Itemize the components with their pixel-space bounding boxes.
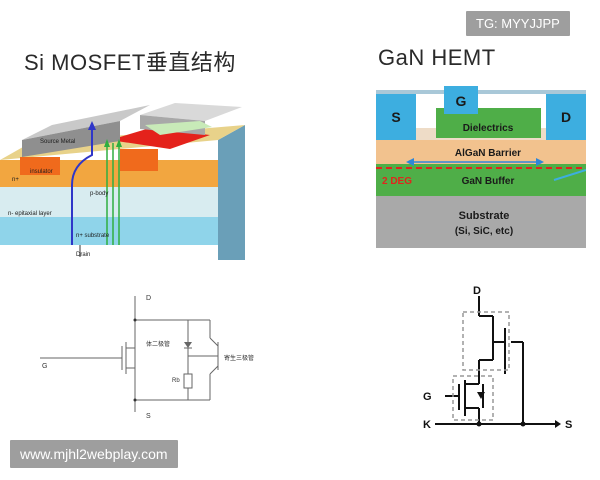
mosfet-3d-structure: Source Metal insulator n+ p-body n- epit… xyxy=(0,103,245,260)
substrate-layer xyxy=(0,217,218,245)
source-contact xyxy=(376,94,416,140)
parasitic-bjt-label: 寄生三极管 xyxy=(224,354,254,362)
source-metal-label: Source Metal xyxy=(40,139,75,145)
gan-buffer-layer xyxy=(376,164,586,196)
metal-right-top xyxy=(140,103,242,121)
gan-buffer-label: GaN Buffer xyxy=(462,176,515,187)
dielectrics-label: Dielectrics xyxy=(463,123,514,134)
gan-hemt-title: GaN HEMT xyxy=(378,45,496,70)
rb-label: Rb xyxy=(172,378,180,384)
epitaxial-label: n- epitaxial layer xyxy=(8,211,52,217)
gan-sch-g-label: G xyxy=(423,391,432,403)
channel-red xyxy=(110,128,210,149)
n-plus-region-left xyxy=(20,157,60,175)
gan-hemt-structure: S G D Dielectrics AlGaN Barrier 2 DEG Ga… xyxy=(376,86,586,248)
gan-sch-s-label: S xyxy=(565,419,572,431)
mosfet-schematic: D S G 体二极管 Rb 寄生三极管 xyxy=(40,295,254,420)
algan-label: AlGaN Barrier xyxy=(455,148,521,159)
gan-g-label: G xyxy=(456,93,467,109)
substrate-label: n+ substrate xyxy=(76,233,110,239)
mosfet-s-label: S xyxy=(146,413,151,420)
substrate-sub-label: (Si, SiC, etc) xyxy=(455,226,513,237)
epitaxial-layer xyxy=(0,187,218,217)
2deg-label: 2 DEG xyxy=(382,176,412,187)
mosfet-title: Si MOSFET垂直结构 xyxy=(24,50,236,75)
website-watermark: www.mjhl2webplay.com xyxy=(10,440,178,468)
n-plus-label: n+ xyxy=(12,177,19,183)
current-path-arrow xyxy=(71,127,93,245)
drain-contact xyxy=(546,94,586,140)
gan-sch-d-label: D xyxy=(473,285,481,297)
substrate-layer xyxy=(376,196,586,248)
tg-watermark: TG: MYYJJPP xyxy=(466,11,570,36)
p-body-label: p-body xyxy=(90,191,108,197)
mosfet-d-label: D xyxy=(146,295,151,302)
body-diode-label: 体二极管 xyxy=(146,340,170,348)
gan-schematic: D G K S xyxy=(423,285,572,431)
source-metal-top xyxy=(22,105,150,140)
gan-d-label: D xyxy=(561,109,571,125)
n-plus-region xyxy=(120,149,158,171)
substrate-label: Substrate xyxy=(459,210,510,222)
mosfet-side-face xyxy=(218,125,245,260)
insulator-label: insulator xyxy=(30,169,53,175)
gan-sch-k-label: K xyxy=(423,419,431,431)
mosfet-g-label: G xyxy=(42,363,47,370)
gan-s-label: S xyxy=(391,109,400,125)
drain-label: Drain xyxy=(76,252,90,258)
insulator-block xyxy=(145,121,212,135)
gate-contact xyxy=(444,86,478,114)
